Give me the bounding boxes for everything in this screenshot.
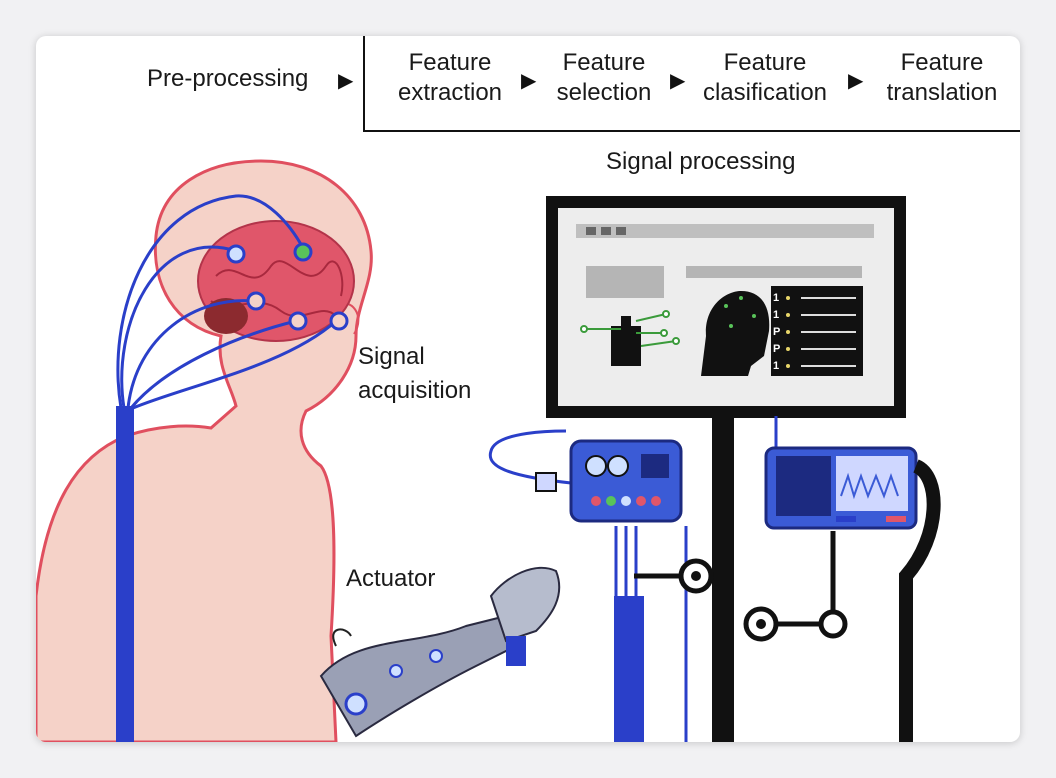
arrow-icon: ▶ — [338, 70, 354, 92]
actuator-label: Actuator — [346, 565, 436, 592]
prosthetic-arm — [319, 566, 561, 738]
signal-processing-label: Signal processing — [606, 148, 796, 175]
arrow-icon: ▶ — [848, 70, 864, 92]
signal-acquisition-label: Signal acquisition — [358, 343, 472, 404]
screen-head-icon — [701, 291, 770, 376]
step-feature-selection: Feature selection — [556, 49, 652, 106]
step-feature-classification: Feature clasification — [702, 49, 828, 106]
monitor-stand — [712, 416, 734, 742]
pre-processing-label: Pre-processing — [147, 65, 309, 92]
back-cable-bundle — [116, 406, 134, 742]
arrow-icon: ▶ — [670, 70, 686, 92]
step-feature-translation: Feature translation — [886, 49, 998, 106]
amplifier-device — [569, 439, 683, 523]
bci-illustration — [36, 36, 1020, 742]
screen-list-labels: 1 1 P P 1 — [773, 292, 781, 372]
arrow-icon: ▶ — [521, 70, 537, 92]
step-feature-extraction: Feature extraction — [397, 49, 503, 106]
diagram-card: Pre-processing ▶ Feature extraction ▶ Fe… — [36, 36, 1020, 742]
pipeline-bracket — [363, 36, 1020, 132]
